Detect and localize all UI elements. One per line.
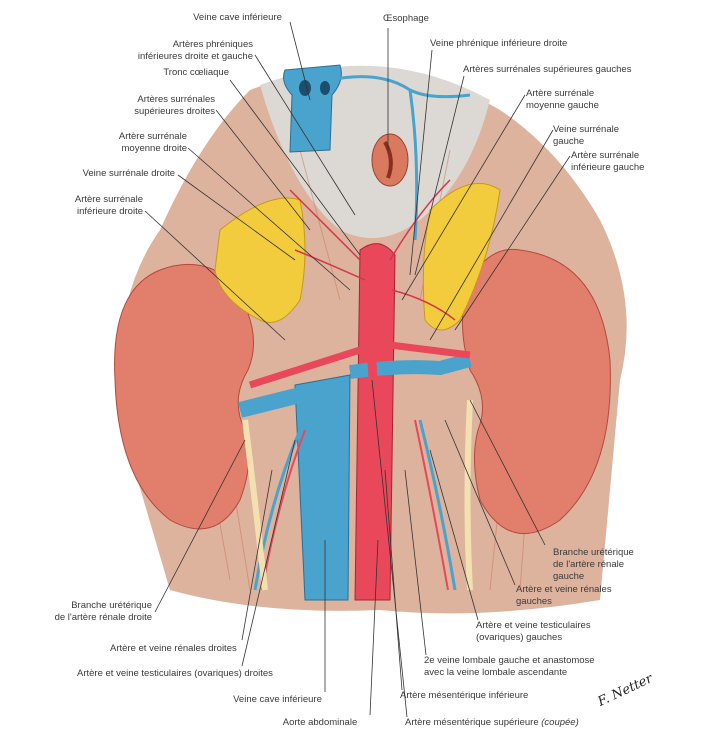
label-line: gauches: [516, 596, 552, 607]
label-line: (ovariques) gauches: [476, 632, 563, 643]
label-line: Artères phréniques: [172, 39, 253, 50]
leader-lines: [144, 21, 571, 718]
label-line: gauche: [553, 136, 585, 147]
ureters: [242, 399, 473, 591]
label-aorte-abdominale: Aorte abdominale: [282, 717, 358, 728]
adrenal-arteries: [289, 179, 456, 321]
label-line: 2e veine lombale gauche et anastomose: [424, 655, 595, 666]
label-testiculaires-droites: Artère et veine testiculaires (ovariques…: [77, 668, 273, 679]
right-kidney: [114, 263, 254, 530]
label-line: de l'artère rénale: [553, 559, 624, 570]
left-adrenal-gland: [422, 182, 501, 331]
label-line: Artère surrénale: [571, 150, 640, 161]
label-line: Branche urétérique: [71, 600, 152, 611]
label-line: inférieures droite et gauche: [137, 51, 253, 62]
label-mesenterique-superieure: Artère mésentérique supérieure (coupée): [405, 717, 579, 729]
renal-arteries: [248, 341, 471, 389]
ivc-lower: [294, 374, 351, 601]
label-veine-phrenique: Veine phrénique inférieure droite: [430, 38, 568, 49]
label-note: (coupée): [541, 717, 579, 728]
label-line: avec la veine lombale ascendante: [424, 667, 568, 678]
label-text: Artère mésentérique supérieure: [405, 717, 539, 728]
label-line: inférieure gauche: [571, 162, 645, 173]
label-line: moyenne droite: [121, 143, 187, 154]
label-line: Artère et veine testiculaires: [476, 620, 591, 631]
label-veine-cave-inferieure-bottom: Veine cave inférieure: [233, 694, 322, 705]
label-line: de l'artère rénale droite: [54, 612, 152, 623]
label-line: inférieure droite: [76, 206, 143, 217]
label-tronc-coeliaque: Tronc cœliaque: [163, 67, 229, 78]
label-line: Artère et veine rénales: [516, 584, 612, 595]
label-veine-cave-inferieure-top: Veine cave inférieure: [193, 12, 282, 23]
label-line: gauche: [553, 571, 585, 582]
right-renal-vein: [238, 387, 302, 418]
label-line: Artère surrénale: [74, 194, 143, 205]
superior-mesenteric-artery: [365, 329, 383, 461]
label-line: Artère surrénale: [526, 88, 595, 99]
label-line: moyenne gauche: [526, 100, 599, 111]
left-renal-vein: [349, 353, 472, 379]
label-mesenterique-inferieure: Artère mésentérique inférieure: [400, 690, 529, 701]
label-line: Branche urétérique: [553, 547, 634, 558]
label-oesophage: Œsophage: [383, 13, 429, 24]
label-line: Veine surrénale: [553, 124, 620, 135]
label-line: Artère surrénale: [118, 131, 187, 142]
label-veine-surrenale-droite: Veine surrénale droite: [82, 168, 175, 179]
label-line: Artères surrénales: [137, 94, 215, 105]
label-line: supérieures droites: [134, 106, 215, 117]
right-adrenal-gland: [214, 197, 306, 323]
label-arteres-surrenales-sup-gauches: Artères surrénales supérieures gauches: [463, 64, 632, 75]
label-renales-droites: Artère et veine rénales droites: [110, 643, 237, 654]
label-testiculaires-gauches: Artère et veine testiculaires(ovariques)…: [476, 620, 591, 644]
